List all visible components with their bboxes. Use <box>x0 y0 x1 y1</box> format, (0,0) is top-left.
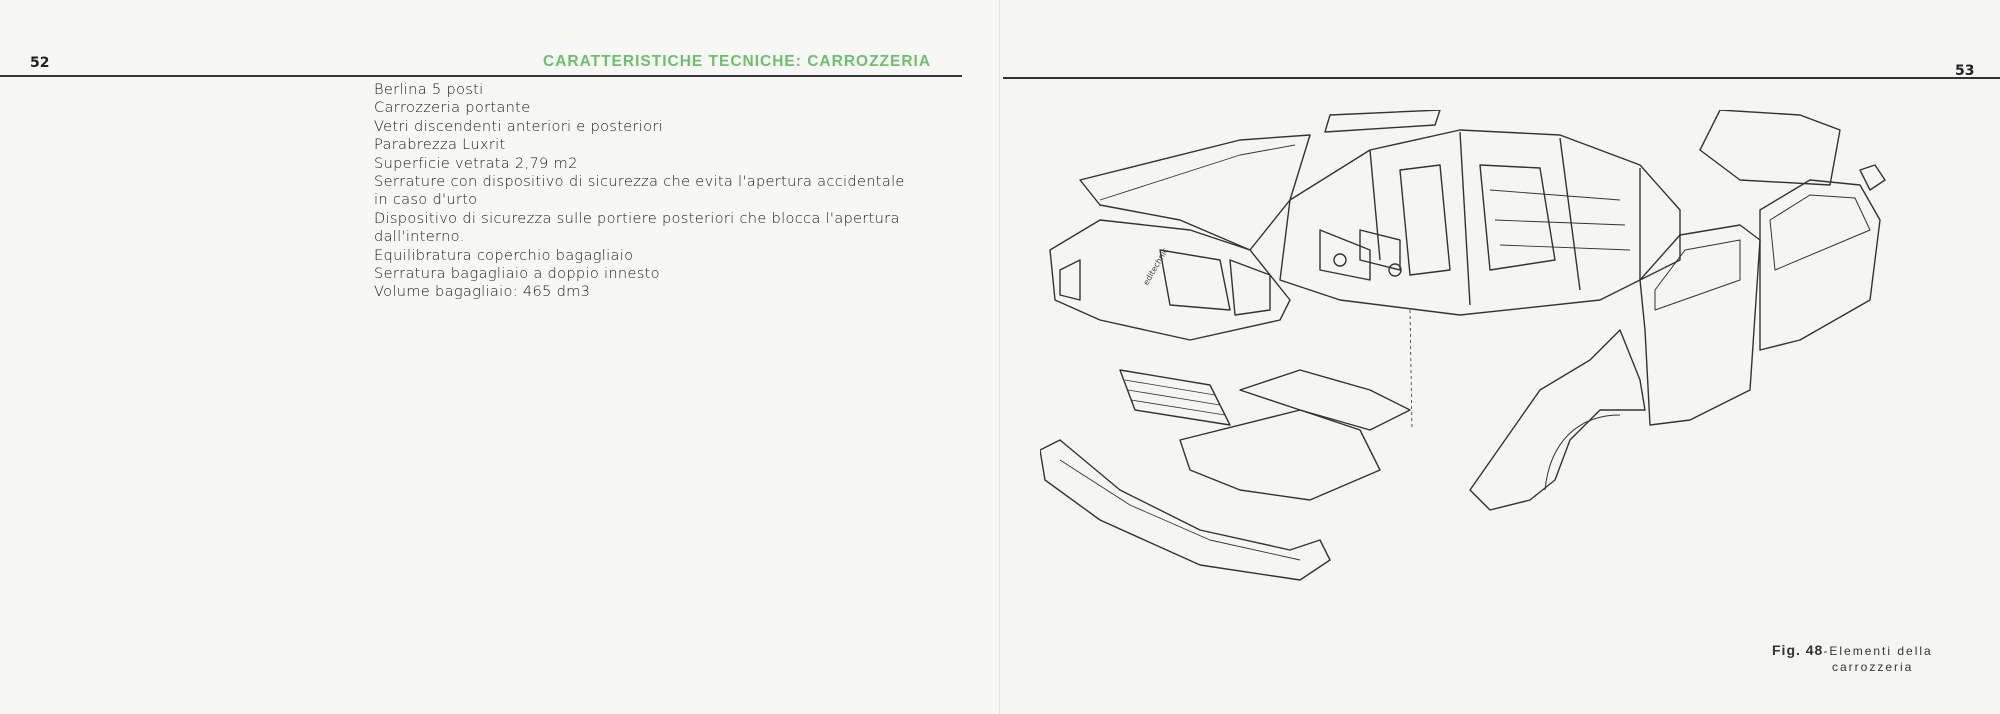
caption-line: -Elementi della <box>1823 644 1933 658</box>
spec-line: in caso d'urto <box>374 191 478 209</box>
spec-line: Serrature con dispositivo di sicurezza c… <box>374 173 905 191</box>
spec-line: dall'interno. <box>374 228 465 246</box>
spec-line: Vetri discendenti anteriori e posteriori <box>374 117 664 135</box>
spec-line: Dispositivo di sicurezza sulle portiere … <box>374 209 900 227</box>
spec-line: Volume bagagliaio: 465 dm3 <box>374 283 591 301</box>
front-fender <box>1469 329 1646 511</box>
rear-bumper <box>1040 439 1331 581</box>
spec-line: Serratura bagagliaio a doppio innesto <box>374 265 660 283</box>
roof-panel <box>1324 110 1441 133</box>
spec-list: Berlina 5 posti Carrozzeria portante Vet… <box>374 81 905 302</box>
spec-line: Superficie vetrata 2,79 m2 <box>374 154 578 172</box>
spec-line: Carrozzeria portante <box>374 99 531 117</box>
caption-line: carrozzeria <box>1832 660 1914 674</box>
header-rule <box>1003 77 2000 79</box>
body-shell <box>1279 129 1681 316</box>
spec-line: Parabrezza Luxrit <box>374 136 506 154</box>
rear-grille <box>1119 369 1231 426</box>
spec-line: Berlina 5 posti <box>374 81 484 98</box>
spec-line: Equilibratura coperchio bagagliaio <box>374 246 634 264</box>
tailgate <box>1699 110 1841 186</box>
section-title: CARATTERISTICHE TECNICHE: CARROZZERIA <box>543 53 932 70</box>
front-door <box>1639 224 1761 426</box>
figure-caption: Fig. 48-Elementi della carrozzeria <box>1772 642 1933 675</box>
rear-door <box>1759 179 1881 351</box>
page-number: 53 <box>1955 63 1975 79</box>
car-body-exploded-illustration <box>1040 110 1886 581</box>
subframe <box>1179 409 1381 501</box>
rear-panel <box>1049 219 1291 341</box>
header-rule <box>0 75 962 77</box>
figure-label: Fig. 48 <box>1772 642 1824 658</box>
page-number: 52 <box>30 55 50 71</box>
trunk-lid <box>1079 134 1311 251</box>
left-page: 52 CARATTERISTICHE TECNICHE: CARROZZERIA… <box>0 53 962 302</box>
right-page: 53 <box>1000 0 2000 714</box>
